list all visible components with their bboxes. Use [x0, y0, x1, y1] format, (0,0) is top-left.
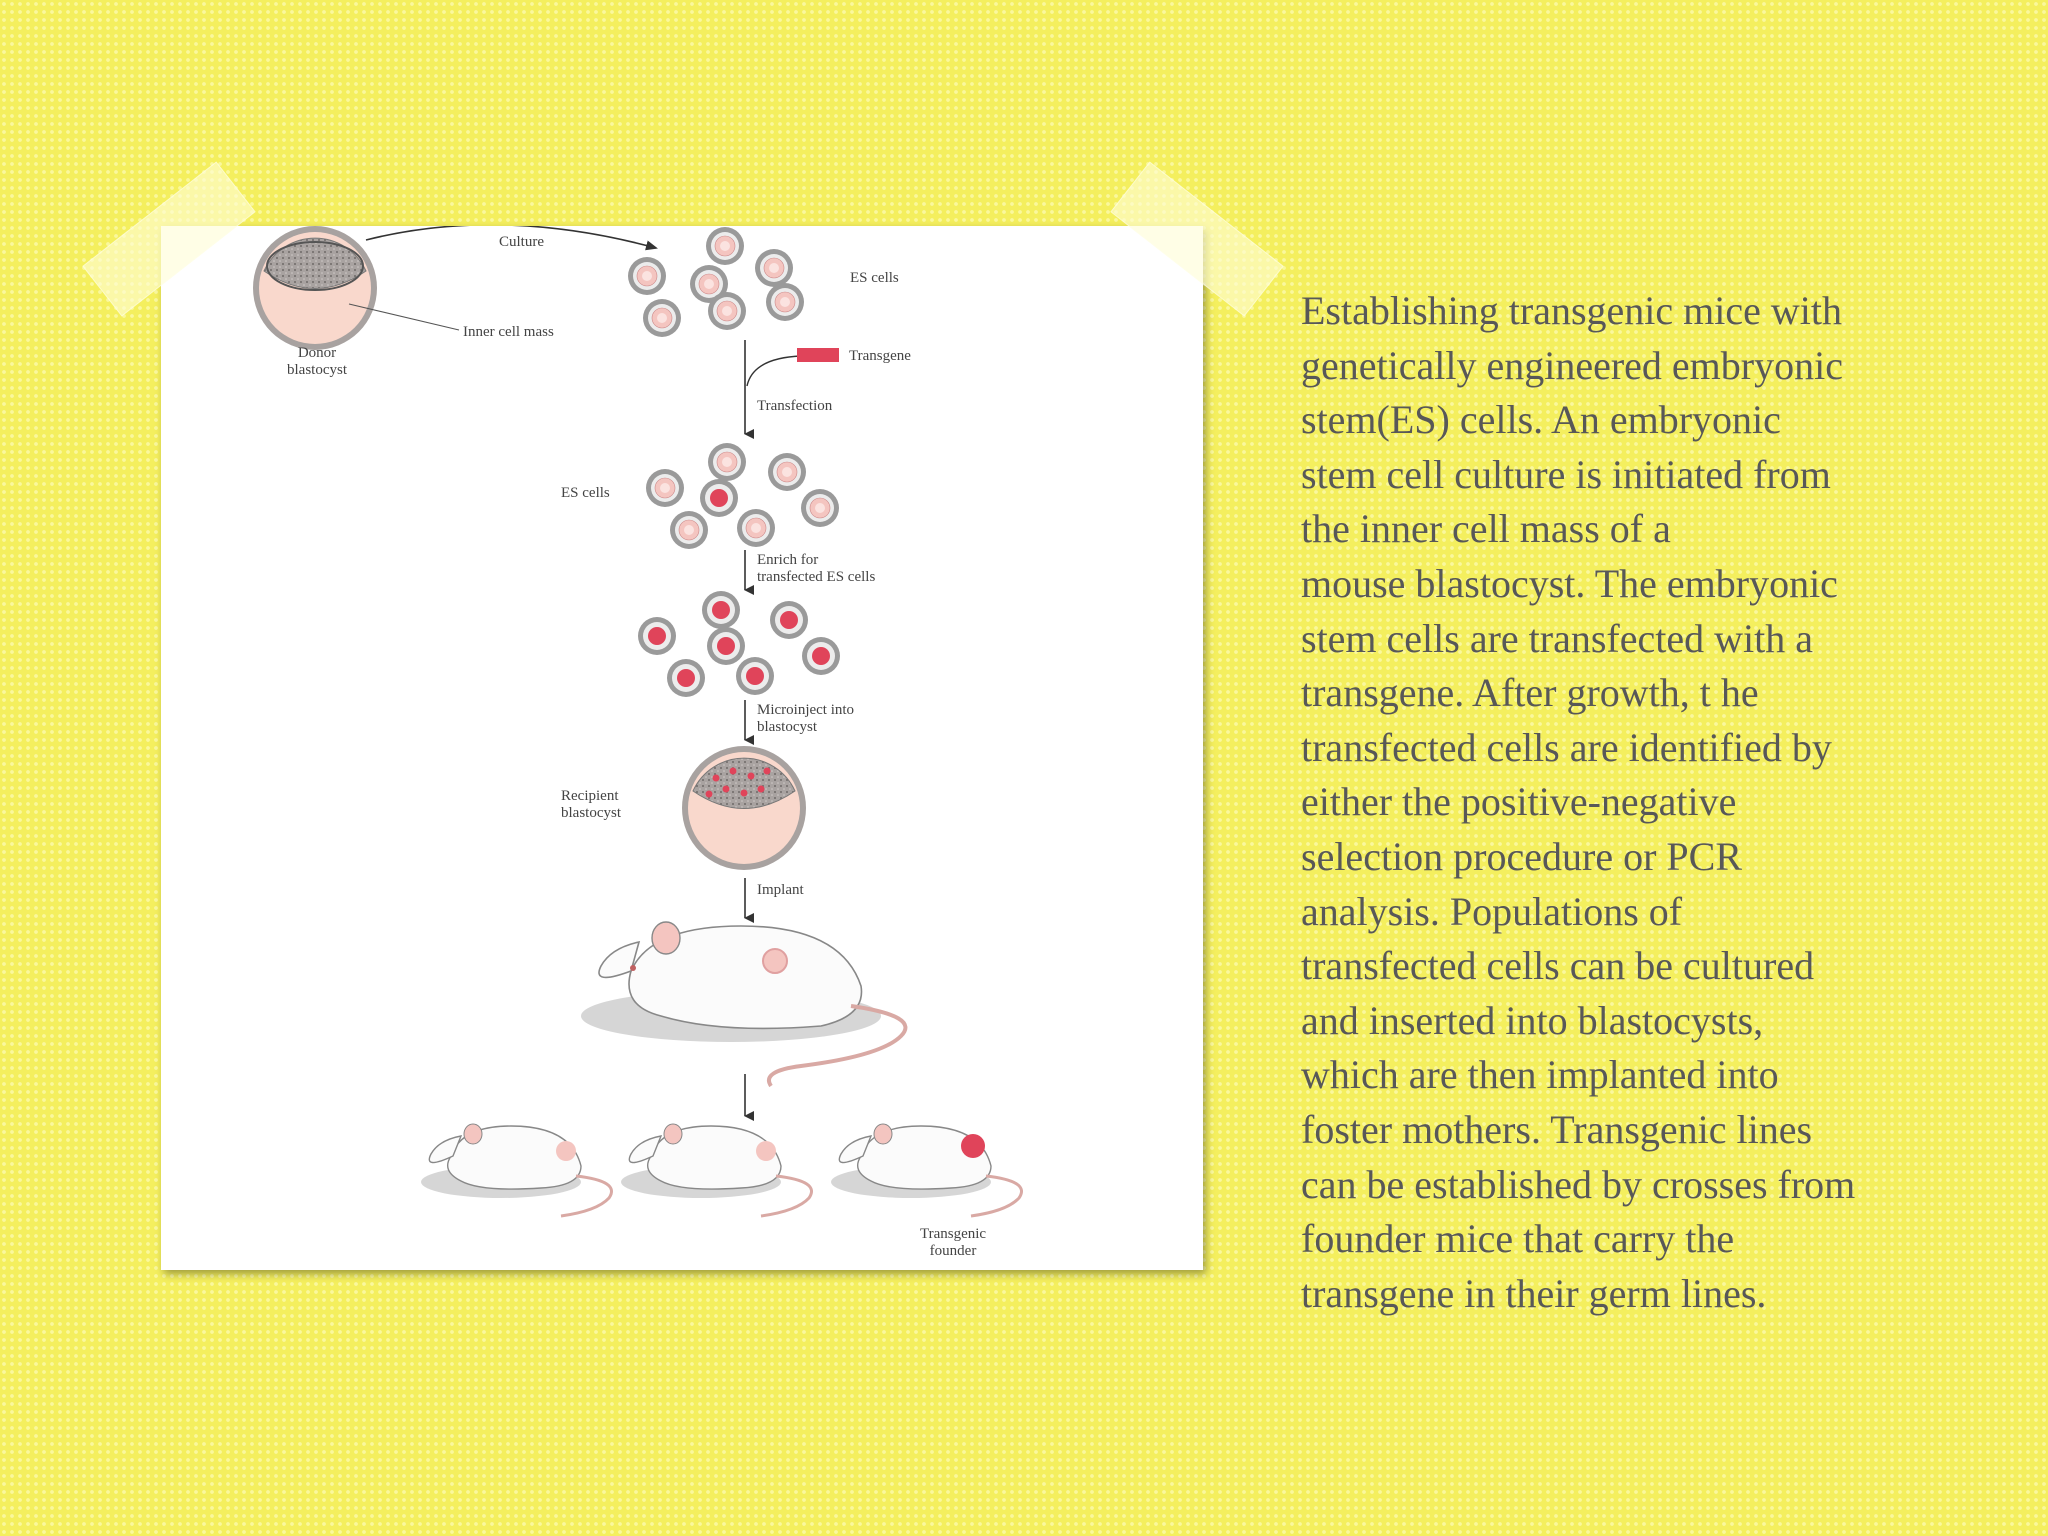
es-cell-icon [767, 452, 807, 492]
transgenic-diagram: Culture Inner cell mass Donor blastocyst… [253, 226, 1023, 1259]
transfected-cells-cluster [638, 591, 840, 697]
es-cell-icon [645, 468, 685, 508]
es-cell-icon [669, 510, 709, 550]
implant-label: Implant [757, 882, 804, 898]
es-cell-icon [627, 256, 667, 296]
transgenic-founder-label-line1: Transgenic [920, 1226, 986, 1242]
foster-mother-mouse-icon [581, 921, 908, 1088]
es-cells-top-label: ES cells [850, 270, 899, 286]
recipient-label-line1: Recipient [561, 788, 619, 804]
culture-label: Culture [499, 234, 544, 250]
es-cell-icon [765, 282, 805, 322]
es-cell-transfected-icon [802, 637, 840, 675]
inner-cell-mass-label: Inner cell mass [463, 324, 554, 340]
offspring-mouse-icon [621, 1123, 813, 1218]
es-cell-icon [707, 442, 747, 482]
recipient-label-line2: blastocyst [561, 805, 622, 821]
transgenic-founder-mouse-icon [831, 1123, 1023, 1218]
transgene-icon [797, 348, 839, 362]
transgene-label: Transgene [849, 348, 911, 364]
es-cell-icon [707, 291, 747, 331]
enrich-label-line2: transfected ES cells [757, 569, 875, 585]
donor-blastocyst-icon [253, 226, 377, 350]
es-cells-mid-cluster [645, 442, 840, 550]
donor-label-line1: Donor [298, 345, 336, 361]
culture-arrow-icon [365, 226, 658, 251]
offspring-mouse-icon [421, 1123, 613, 1218]
es-cell-transfected-icon [667, 659, 705, 697]
microinject-label-line1: Microinject into [757, 702, 854, 718]
es-cell-icon [642, 298, 682, 338]
description-paragraph: Establishing transgenic mice with geneti… [1301, 288, 1856, 1316]
es-cell-transfected-icon [702, 591, 740, 629]
es-cell-transfected-icon [736, 657, 774, 695]
transgenic-founder-label-line2: founder [930, 1243, 977, 1259]
es-cell-transfected-icon [638, 617, 676, 655]
es-cell-transfected-icon [707, 627, 745, 665]
es-cells-top-cluster [627, 226, 805, 338]
es-cells-mid-label: ES cells [561, 485, 610, 501]
enrich-label-line1: Enrich for [757, 552, 818, 568]
transfection-label: Transfection [757, 398, 833, 414]
es-cell-transfected-icon [700, 479, 738, 517]
donor-label-line2: blastocyst [287, 362, 348, 378]
es-cell-icon [736, 508, 776, 548]
es-cell-icon [800, 488, 840, 528]
microinject-label-line2: blastocyst [757, 719, 818, 735]
es-cell-transfected-icon [770, 601, 808, 639]
es-cell-icon [705, 226, 745, 266]
es-cell-icon [754, 248, 794, 288]
diagram-card [161, 226, 1203, 1270]
recipient-blastocyst-icon [682, 746, 806, 870]
